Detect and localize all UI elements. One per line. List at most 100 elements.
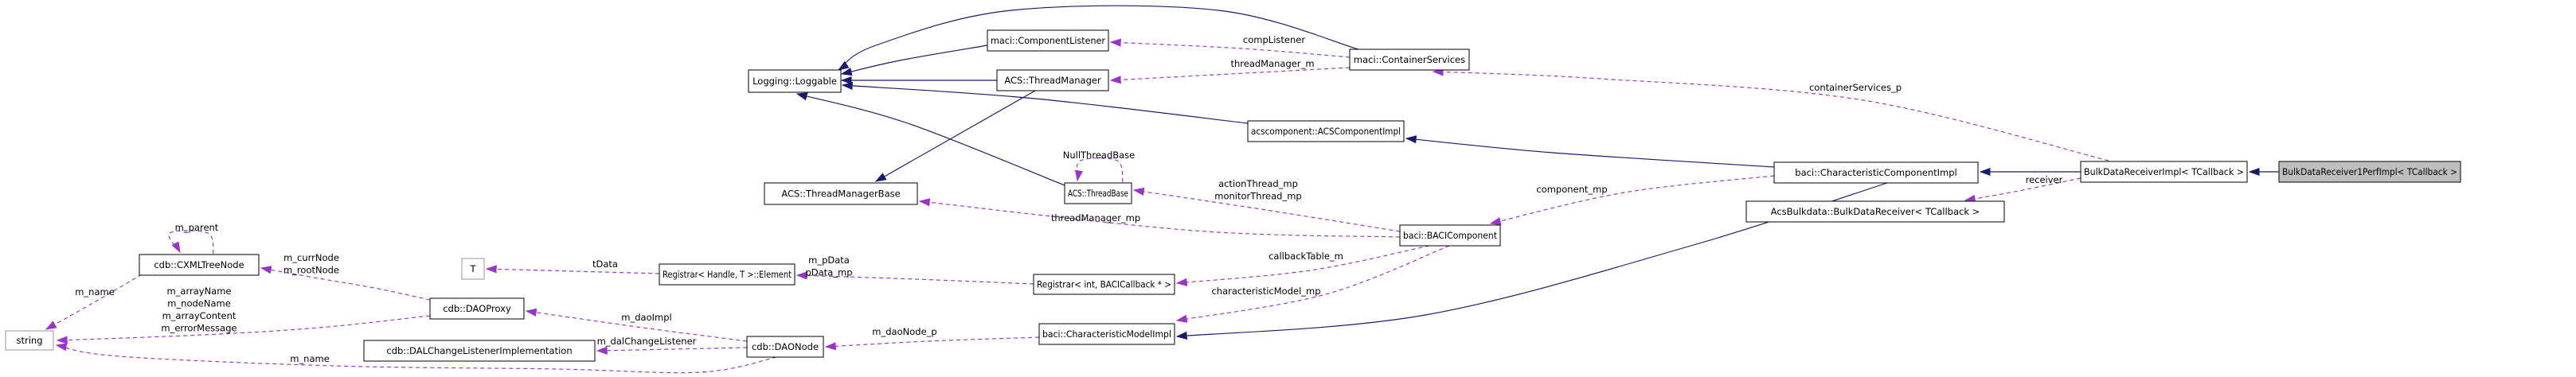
node-dalchangelistener[interactable]: cdb::DALChangeListenerImplementation — [363, 340, 596, 362]
edge-label-line: pData_mp — [805, 267, 852, 278]
node-label-cxmltreenode: cdb::CXMLTreeNode — [154, 259, 244, 270]
edge-label-line: m_parent — [175, 222, 219, 233]
node-label-componentlistener: maci::ComponentListener — [991, 35, 1105, 46]
node-acsbulkreceiver[interactable]: AcsBulkdata::BulkDataReceiver< TCallback… — [1745, 200, 2005, 223]
node-box-bacicomponent[interactable] — [1399, 224, 1501, 247]
edge-use-name-upper — [45, 274, 143, 330]
edge-label-use-callbacktable-m: callbackTable_m — [1268, 251, 1343, 262]
edge-label-line: m_pData — [808, 255, 850, 266]
edge-use-tdata — [485, 265, 660, 274]
edge-label-line: m_nodeName — [167, 298, 231, 309]
node-daonode[interactable]: cdb::DAONode — [746, 336, 824, 358]
edge-label-line: m_arrayName — [166, 286, 231, 297]
node-t[interactable]: T — [461, 258, 485, 280]
edge-label-use-parent: m_parent — [175, 222, 219, 233]
edge-label-line: m_daoImpl — [621, 312, 671, 323]
node-label-daoproxy: cdb::DAOProxy — [443, 303, 511, 314]
node-charcompimpl[interactable]: baci::CharacteristicComponentImpl — [1773, 161, 1979, 184]
edge-label-line: containerServices_p — [1809, 82, 1902, 93]
edge-use-component-mp — [1489, 175, 1775, 226]
edge-label-use-daoimpl: m_daoImpl — [621, 312, 671, 323]
node-box-bulkrecv1perf[interactable] — [2278, 161, 2461, 183]
node-label-element: Registrar< Handle, T >::Element — [663, 269, 792, 280]
edge-use-daoimpl — [525, 308, 748, 342]
edge-label-use-nullthreadbase: NullThreadBase — [1063, 150, 1136, 161]
edge-use-daonode-p — [824, 336, 1040, 351]
node-box-daoproxy[interactable] — [429, 297, 525, 320]
edge-label-line: threadManager_m — [1230, 58, 1314, 69]
node-box-daonode[interactable] — [746, 336, 824, 358]
edge-label-line: m_name — [75, 286, 115, 297]
edge-label-use-containerservices-p: containerServices_p — [1809, 82, 1902, 93]
node-registrarint[interactable]: Registrar< int, BACICallback * > — [1033, 274, 1175, 295]
edge-label-line: characteristicModel_mp — [1211, 286, 1320, 297]
node-string[interactable]: string — [5, 330, 54, 351]
node-label-bulkrecvimpl: BulkDataReceiverImpl< TCallback > — [2084, 166, 2244, 177]
node-label-threadmanager: ACS::ThreadManager — [1004, 75, 1101, 86]
node-box-threadbase[interactable] — [1064, 182, 1132, 204]
edge-use-complistener — [1109, 38, 1351, 58]
node-box-registrarint[interactable] — [1033, 274, 1175, 295]
node-bacicomponent[interactable]: baci::BACIComponent — [1399, 224, 1501, 247]
node-threadmanager[interactable]: ACS::ThreadManager — [996, 69, 1109, 91]
node-box-loggable[interactable] — [748, 69, 842, 93]
edge-label-line: receiver — [2026, 174, 2063, 185]
node-cxmltreenode[interactable]: cdb::CXMLTreeNode — [139, 254, 260, 276]
edge-inh-charcomp-acscompimpl — [1405, 135, 1775, 168]
edge-inh-acscompimpl-loggable — [841, 81, 1249, 124]
node-bulkrecv1perf[interactable]: BulkDataReceiver1PerfImpl< TCallback > — [2278, 161, 2461, 183]
edge-use-parent — [168, 230, 214, 255]
node-box-containerservices[interactable] — [1349, 49, 1470, 71]
node-box-componentlistener[interactable] — [987, 29, 1109, 52]
node-containerservices[interactable]: maci::ContainerServices — [1349, 49, 1470, 71]
node-box-dalchangelistener[interactable] — [363, 340, 596, 362]
node-label-registrarint: Registrar< int, BACICallback * > — [1037, 279, 1171, 290]
edge-label-use-threadmanager-mp: threadManager_mp — [1051, 212, 1140, 223]
edge-label-use-tdata: tData — [592, 258, 618, 270]
node-box-element[interactable] — [659, 263, 795, 286]
edge-inh-threadmgr-threadmgrbase — [874, 90, 1036, 182]
edge-label-use-name-upper: m_name — [75, 286, 115, 297]
edge-label-line: compListener — [1243, 34, 1305, 45]
node-label-acscomponentimpl: acscomponent::ACSComponentImpl — [1251, 126, 1401, 137]
node-componentlistener[interactable]: maci::ComponentListener — [987, 29, 1109, 52]
edge-label-use-receiver: receiver — [2026, 174, 2063, 185]
node-box-charmodelimpl[interactable] — [1038, 323, 1175, 345]
node-box-t[interactable] — [461, 258, 485, 280]
edge-use-currnode — [260, 266, 431, 301]
edge-inh-threadbase-loggable — [795, 92, 1065, 186]
edge-label-line: m_daoNode_p — [872, 326, 936, 337]
edges-layer: compListener threadManager_m containerServ… — [45, 5, 2279, 374]
edge-label-use-complistener: compListener — [1243, 34, 1305, 45]
node-box-charcompimpl[interactable] — [1773, 161, 1979, 184]
edge-use-threadmanager-m — [1109, 67, 1351, 84]
edge-label-line: callbackTable_m — [1268, 251, 1343, 262]
node-daoproxy[interactable]: cdb::DAOProxy — [429, 297, 525, 320]
node-label-threadbase: ACS::ThreadBase — [1068, 188, 1128, 199]
node-box-cxmltreenode[interactable] — [139, 254, 260, 276]
node-box-acsbulkreceiver[interactable] — [1745, 200, 2005, 223]
node-charmodelimpl[interactable]: baci::CharacteristicModelImpl — [1038, 323, 1175, 345]
node-element[interactable]: Registrar< Handle, T >::Element — [659, 263, 795, 286]
edge-use-receiver — [1964, 177, 2082, 203]
node-label-bulkrecv1perf: BulkDataReceiver1PerfImpl< TCallback > — [2282, 166, 2457, 177]
node-threadbase[interactable]: ACS::ThreadBase — [1064, 182, 1132, 204]
edge-label-use-daonode-p: m_daoNode_p — [872, 326, 936, 337]
edge-label-line: m_dalChangeListener — [597, 336, 697, 347]
node-box-string[interactable] — [5, 330, 54, 351]
node-acscomponentimpl[interactable]: acscomponent::ACSComponentImpl — [1247, 120, 1405, 142]
edge-label-line: tData — [592, 258, 618, 270]
node-box-acscomponentimpl[interactable] — [1247, 120, 1405, 142]
node-threadmanagerbase[interactable]: ACS::ThreadManagerBase — [764, 182, 918, 205]
node-box-bulkrecvimpl[interactable] — [2080, 161, 2248, 183]
node-box-threadmanagerbase[interactable] — [764, 182, 918, 205]
edge-label-line: m_rootNode — [283, 265, 339, 276]
node-bulkrecvimpl[interactable]: BulkDataReceiverImpl< TCallback > — [2080, 161, 2248, 183]
edge-inh-containersvcs-loggable — [837, 5, 1359, 71]
node-box-threadmanager[interactable] — [996, 69, 1109, 91]
node-loggable[interactable]: Logging::Loggable — [748, 69, 842, 93]
